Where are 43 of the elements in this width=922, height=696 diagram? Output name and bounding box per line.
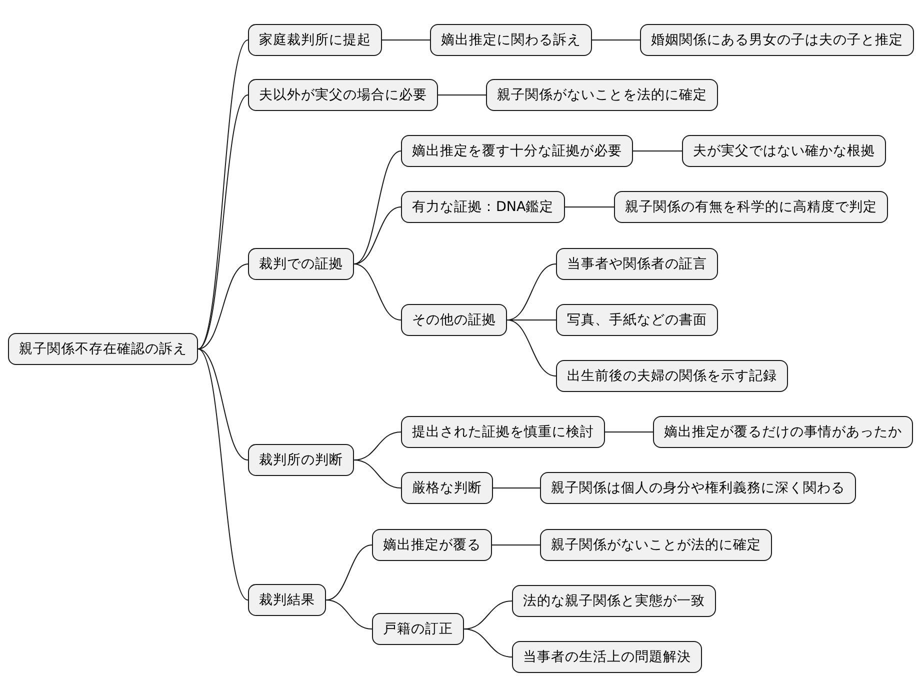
topic-box: 裁判結果	[248, 584, 326, 616]
connector	[464, 628, 512, 658]
topic-box: 戸籍の訂正	[372, 613, 464, 645]
topic-box: その他の証拠	[401, 304, 507, 336]
topic-box: 当事者の生活上の問題解決	[512, 641, 702, 673]
connector	[354, 206, 402, 264]
topic-box: 出生前後の夫婦の関係を示す記録	[556, 360, 788, 392]
topic-box: 嫡出推定が覆る	[372, 529, 492, 561]
connector	[326, 544, 372, 600]
topic-box: 親子関係不存在確認の訴え	[8, 333, 198, 365]
topic-box: 夫が実父ではない確かな根拠	[682, 135, 886, 167]
topic-box: 提出された証拠を慎重に検討	[401, 416, 605, 448]
topic-box: 親子関係がないことが法的に確定	[540, 529, 772, 561]
connector	[198, 264, 248, 350]
topic-box: 厳格な判断	[401, 472, 493, 504]
connector	[564, 206, 614, 208]
topic-box: 嫡出推定が覆るだけの事情があったか	[653, 416, 913, 448]
topic-box: 当事者や関係者の証言	[556, 248, 718, 280]
connector	[438, 94, 486, 96]
connector	[506, 264, 556, 320]
topic-box: 有力な証拠：DNA鑑定	[401, 191, 565, 223]
topic-box: 嫡出推定に関わる訴え	[430, 24, 592, 56]
topic-box: 写真、手紙などの書面	[556, 304, 718, 336]
topic-box: 親子関係は個人の身分や権利義務に深く関わる	[540, 472, 856, 504]
connector	[354, 460, 402, 488]
topic-box: 親子関係の有無を科学的に高精度で判定	[614, 191, 888, 223]
connector	[326, 600, 372, 630]
connector	[198, 348, 248, 460]
connector	[354, 264, 402, 320]
connector	[198, 348, 248, 600]
connector	[632, 150, 682, 152]
connector	[506, 320, 556, 376]
topic-box: 嫡出推定を覆す十分な証拠が必要	[401, 135, 633, 167]
connector	[198, 94, 248, 350]
topic-box: 夫以外が実父の場合に必要	[248, 79, 438, 111]
connector	[354, 150, 402, 264]
topic-box: 親子関係がないことを法的に確定	[486, 79, 718, 111]
connector	[492, 544, 540, 546]
topic-box: 家庭裁判所に提起	[248, 24, 382, 56]
topic-box: 裁判での証拠	[248, 248, 354, 280]
topic-box: 裁判所の判断	[248, 444, 354, 476]
topic-box: 法的な親子関係と実態が一致	[512, 585, 716, 617]
topic-box: 婚姻関係にある男女の子は夫の子と推定	[640, 24, 914, 56]
